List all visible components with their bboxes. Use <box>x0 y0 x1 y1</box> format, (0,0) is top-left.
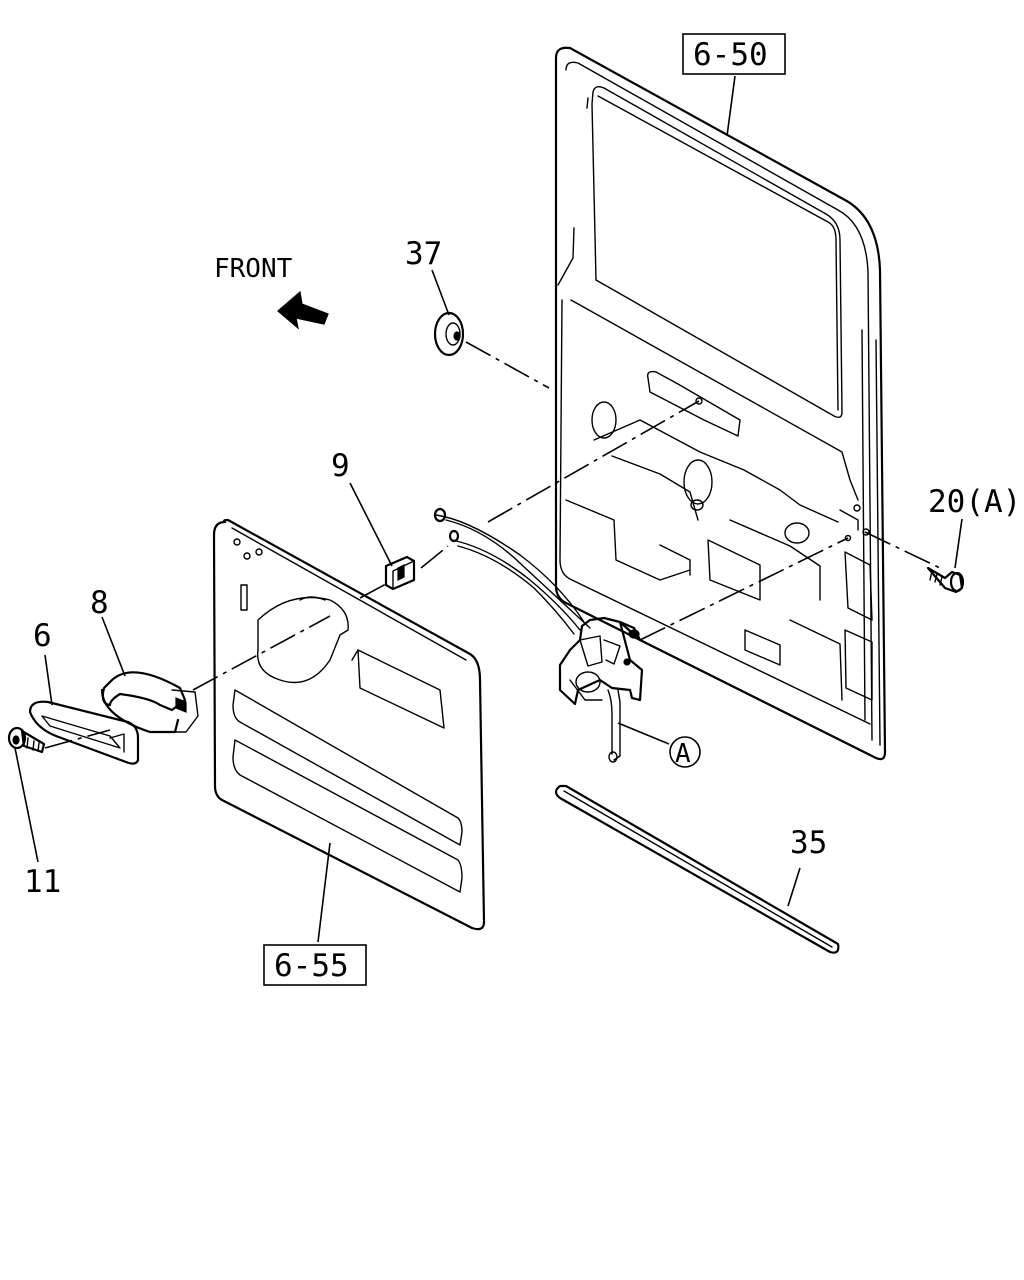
door-panel <box>554 46 887 761</box>
leader-lines <box>14 75 963 943</box>
door-lock-assembly <box>433 507 644 763</box>
connector-marker-label: A <box>675 739 691 769</box>
front-arrow-icon <box>277 290 329 330</box>
door-panel-reference-label: 6-50 <box>693 37 768 73</box>
callout-weatherstrip: 35 <box>790 825 827 861</box>
callout-handle-bezel: 6 <box>33 618 52 654</box>
callout-grommet: 37 <box>405 236 442 272</box>
weatherstrip <box>554 784 840 954</box>
screw-11-part <box>7 726 46 754</box>
callout-screw-20a: 20(A) <box>928 484 1021 520</box>
reference-box-trim-panel: 6-55 <box>263 944 367 986</box>
assembly-lines <box>44 341 941 749</box>
grommet <box>433 311 465 357</box>
front-direction-label: FRONT <box>214 254 293 284</box>
callout-screw-11: 11 <box>24 864 61 900</box>
connector-marker: A <box>669 736 701 769</box>
clip <box>384 555 416 591</box>
inner-handle <box>100 671 199 734</box>
callout-inner-handle: 8 <box>90 585 109 621</box>
callout-clip: 9 <box>331 448 350 484</box>
trim-panel-reference-label: 6-55 <box>274 948 349 984</box>
screw-20a-part <box>926 566 965 594</box>
reference-box-door-panel: 6-50 <box>682 33 786 75</box>
trim-panel <box>212 518 486 931</box>
handle-bezel <box>28 700 140 765</box>
